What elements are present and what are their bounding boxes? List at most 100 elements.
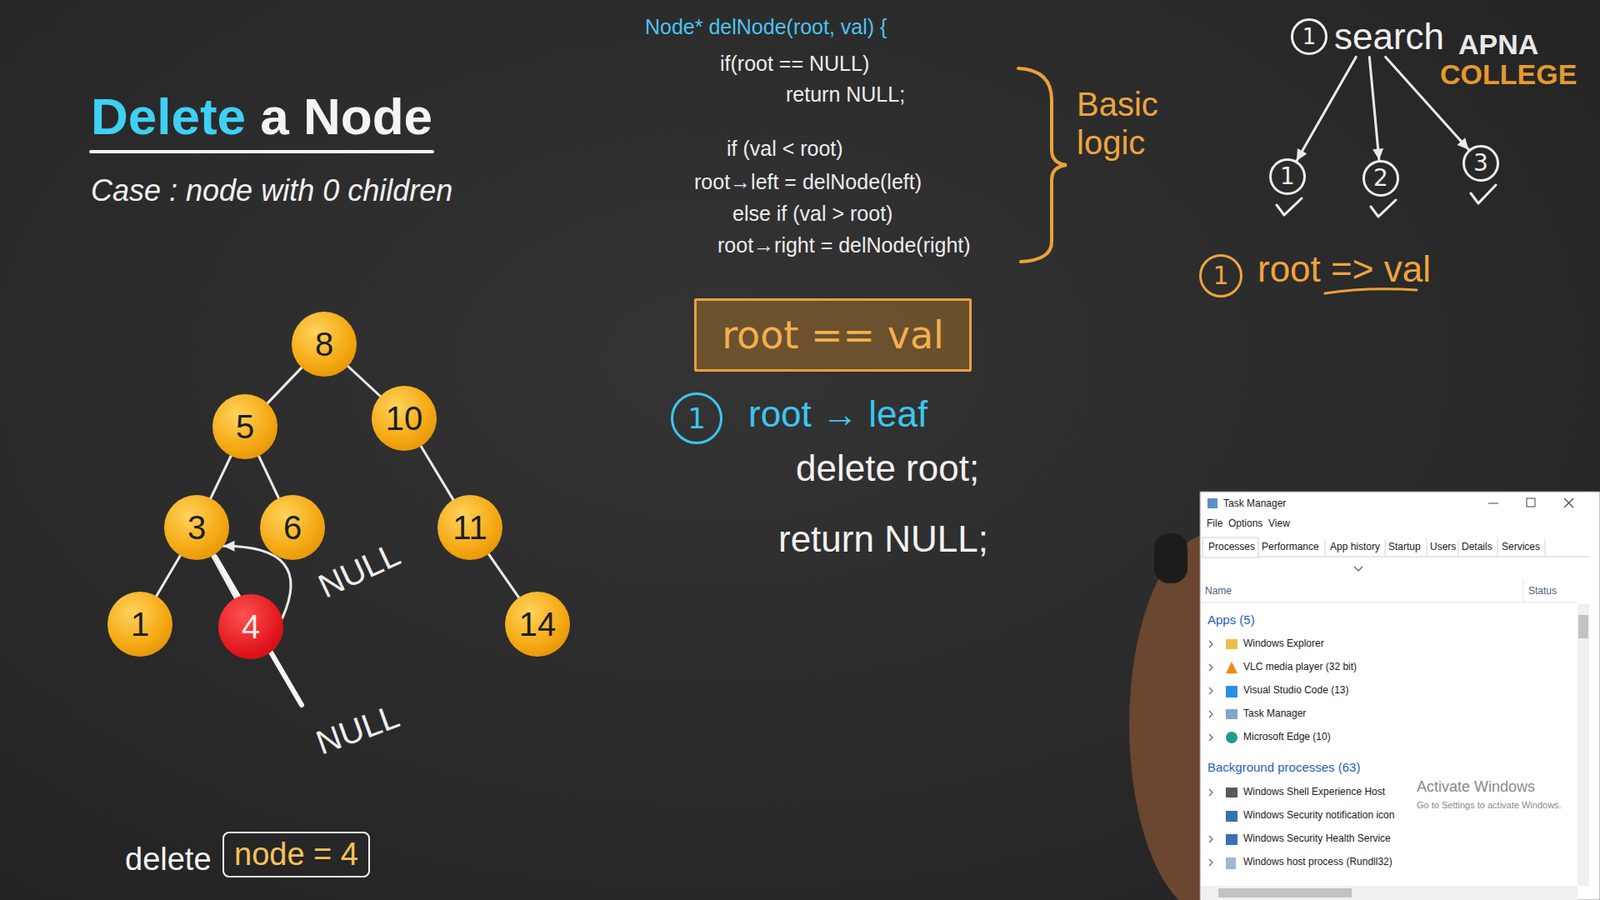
window-text: Services	[1501, 541, 1540, 554]
arrow-head	[1456, 137, 1469, 150]
node-label: 14	[519, 607, 557, 641]
bracket	[1018, 68, 1067, 262]
window-text: Performance	[1261, 541, 1320, 554]
case-note: root => val	[1257, 248, 1431, 291]
node-label: 6	[283, 510, 302, 545]
connector	[212, 555, 236, 599]
code-line: return NULL;	[778, 518, 989, 561]
code-line: else if (val > root)	[732, 201, 893, 226]
window-text: Windows Security notification icon	[1243, 810, 1395, 822]
node-label: 3	[187, 510, 206, 545]
window-text: Microsoft Edge (10)	[1243, 731, 1331, 744]
step-word: search	[1334, 16, 1445, 57]
connector	[267, 367, 302, 404]
window-text: VLC media player (32 bit)	[1243, 661, 1357, 674]
code-line: return NULL;	[785, 82, 905, 107]
underline-stroke	[1325, 289, 1417, 294]
window-text: Users	[1430, 541, 1456, 554]
tree-node: 6	[260, 495, 325, 560]
window-text: App history	[1330, 541, 1380, 554]
code-line: root→right = delNode(right)	[717, 233, 971, 258]
window-text: Task Manager	[1243, 708, 1306, 720]
window-text: Windows Security Health Service	[1243, 833, 1391, 845]
connector	[259, 455, 280, 498]
window-text: Windows Shell Experience Host	[1243, 786, 1385, 799]
slide-title: Delete a Node	[90, 88, 433, 145]
code-line: if (val < root)	[726, 136, 844, 161]
node-label: 10	[385, 401, 424, 435]
window-text: Windows host process (Rundll32)	[1243, 856, 1393, 869]
circled-number: 1	[1199, 254, 1243, 298]
window-text: View	[1268, 518, 1290, 530]
watermark: APNA	[1458, 28, 1539, 61]
arrow-head	[1372, 148, 1384, 160]
connector	[1369, 56, 1384, 160]
window-text: Name	[1205, 585, 1232, 598]
circled-number: 1	[670, 392, 723, 445]
title-word: Delete	[90, 87, 260, 145]
circled-number: 2	[1362, 160, 1400, 197]
node-label: 1	[1280, 165, 1295, 189]
connector	[210, 455, 231, 499]
title-word: Node	[303, 87, 433, 145]
code-line: delete root;	[795, 447, 980, 490]
tree-node: 10	[371, 385, 437, 451]
node-label: node = 4	[234, 836, 359, 873]
circled-number: 3	[1462, 145, 1500, 182]
connector	[348, 366, 381, 397]
tree-node: 1	[107, 591, 173, 657]
code-line: Node* delNode(root, val) {	[645, 15, 887, 40]
code-line: if(root == NULL)	[720, 51, 870, 76]
window-text: Startup	[1388, 541, 1421, 554]
connector	[420, 445, 454, 500]
connector	[488, 554, 519, 598]
window-text: Activate Windows	[1416, 778, 1535, 796]
window-text: Visual Studio Code (13)	[1243, 685, 1350, 697]
window-text: File	[1206, 518, 1223, 530]
node-label: 8	[315, 327, 334, 361]
watermark: COLLEGE	[1440, 58, 1577, 91]
task-manager-window	[1200, 491, 1600, 900]
node-label: 5	[235, 410, 255, 444]
connector	[1296, 56, 1356, 161]
node-label: 11	[452, 510, 488, 545]
subtitle: Case : node with 0 children	[90, 173, 453, 208]
node-label: root == val	[721, 312, 945, 358]
window-text: Background processes (63)	[1207, 760, 1360, 775]
window-text: Apps (5)	[1207, 612, 1255, 627]
tree-node: 3	[164, 495, 230, 560]
window-text: Task Manager	[1223, 498, 1286, 510]
tree-node: 5	[212, 394, 278, 460]
window-text: Details	[1461, 541, 1493, 554]
node-label: 3	[1473, 151, 1489, 175]
arrow-head	[1296, 148, 1307, 161]
tree-node: 14	[505, 591, 570, 657]
window-text: Options	[1228, 518, 1263, 530]
circled-number: 1	[1269, 158, 1306, 195]
step-heading: 1search	[1290, 16, 1445, 57]
headphone	[1154, 533, 1188, 584]
tree-node: 8	[291, 311, 357, 377]
code-line: root→left = delNode(left)	[694, 170, 922, 195]
title-underline	[90, 150, 433, 154]
node-label: 1	[687, 404, 706, 433]
node-label: 2	[1373, 166, 1389, 190]
null-note: NULL	[310, 696, 405, 762]
action-word: delete	[125, 841, 212, 879]
tree-node: 4	[218, 594, 284, 660]
title-word: a	[260, 87, 304, 145]
node-label: 1	[130, 607, 150, 641]
connector	[156, 555, 181, 597]
node-label: 4	[241, 610, 260, 644]
cross-out-stroke	[215, 556, 302, 705]
circled-number: 1	[1290, 18, 1328, 55]
highlight-box: node = 4	[222, 831, 370, 878]
bracket-note: Basic logic	[1076, 85, 1185, 162]
edge-label: NULL	[312, 535, 406, 605]
window-text: Status	[1528, 585, 1557, 598]
window-text: Go to Settings to activate Windows.	[1416, 800, 1562, 811]
condition-box: root == val	[694, 298, 972, 372]
tree-node: 11	[437, 495, 503, 560]
